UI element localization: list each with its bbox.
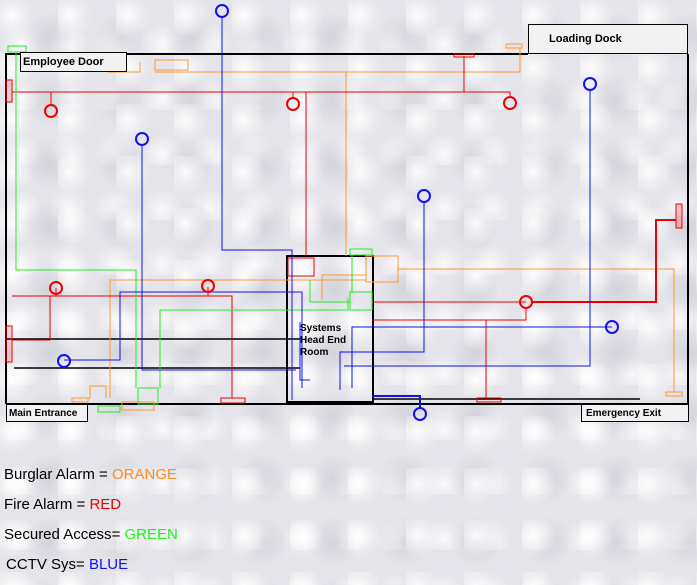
camera-4 [417, 189, 431, 203]
fire-detector-3 [503, 96, 517, 110]
fire-detector-2 [286, 97, 300, 111]
legend-access-sep: = [111, 526, 125, 543]
loading-dock-label: Loading Dock [528, 24, 688, 54]
head-end-room-line-1: Systems [300, 323, 342, 334]
legend-burglar: Burglar Alarm = ORANGE [4, 465, 178, 495]
fire-detector-1 [44, 104, 58, 118]
secured-access-wiring [7, 45, 373, 413]
rack-lines [6, 338, 640, 400]
legend-fire-color: RED [89, 496, 122, 513]
main-entrance-label: Main Entrance [6, 404, 88, 422]
camera-7 [413, 407, 427, 421]
camera-5 [605, 320, 619, 334]
legend-cctv: CCTV Sys= BLUE [6, 555, 178, 585]
fire-detectors [44, 96, 533, 309]
emergency-exit-label: Emergency Exit [581, 404, 689, 422]
cctv-wiring [64, 17, 612, 408]
head-end-room-line-2: Head End [300, 335, 347, 346]
legend-fire-sep: = [72, 496, 90, 513]
camera-6 [57, 354, 71, 368]
legend-fire: Fire Alarm = RED [4, 495, 178, 525]
legend: Burglar Alarm = ORANGE Fire Alarm = RED … [4, 465, 178, 585]
head-end-room-line-3: Room [300, 347, 329, 358]
fire-alarm-wiring [5, 53, 683, 404]
fire-detector-4 [49, 281, 63, 295]
cctv-cameras [57, 4, 619, 421]
camera-1 [215, 4, 229, 18]
burglar-alarm-wiring [71, 43, 683, 411]
employee-door-label: Employee Door [20, 52, 127, 72]
camera-2 [135, 132, 149, 146]
legend-cctv-name: CCTV Sys [6, 556, 77, 573]
legend-access-color: GREEN [124, 526, 178, 543]
legend-access-name: Secured Access [4, 526, 112, 543]
camera-3 [583, 77, 597, 91]
legend-burglar-sep: = [94, 466, 112, 483]
fire-detector-6 [519, 295, 533, 309]
legend-cctv-sep: = [76, 556, 89, 573]
head-end-room-label: Systems Head End Room [300, 323, 364, 359]
fire-detector-5 [201, 279, 215, 293]
head-end-room [286, 255, 374, 403]
legend-cctv-color: BLUE [88, 556, 129, 573]
legend-access: Secured Access= GREEN [4, 525, 178, 555]
legend-burglar-name: Burglar Alarm [4, 466, 95, 483]
legend-burglar-color: ORANGE [111, 466, 177, 483]
legend-fire-name: Fire Alarm [4, 496, 73, 513]
